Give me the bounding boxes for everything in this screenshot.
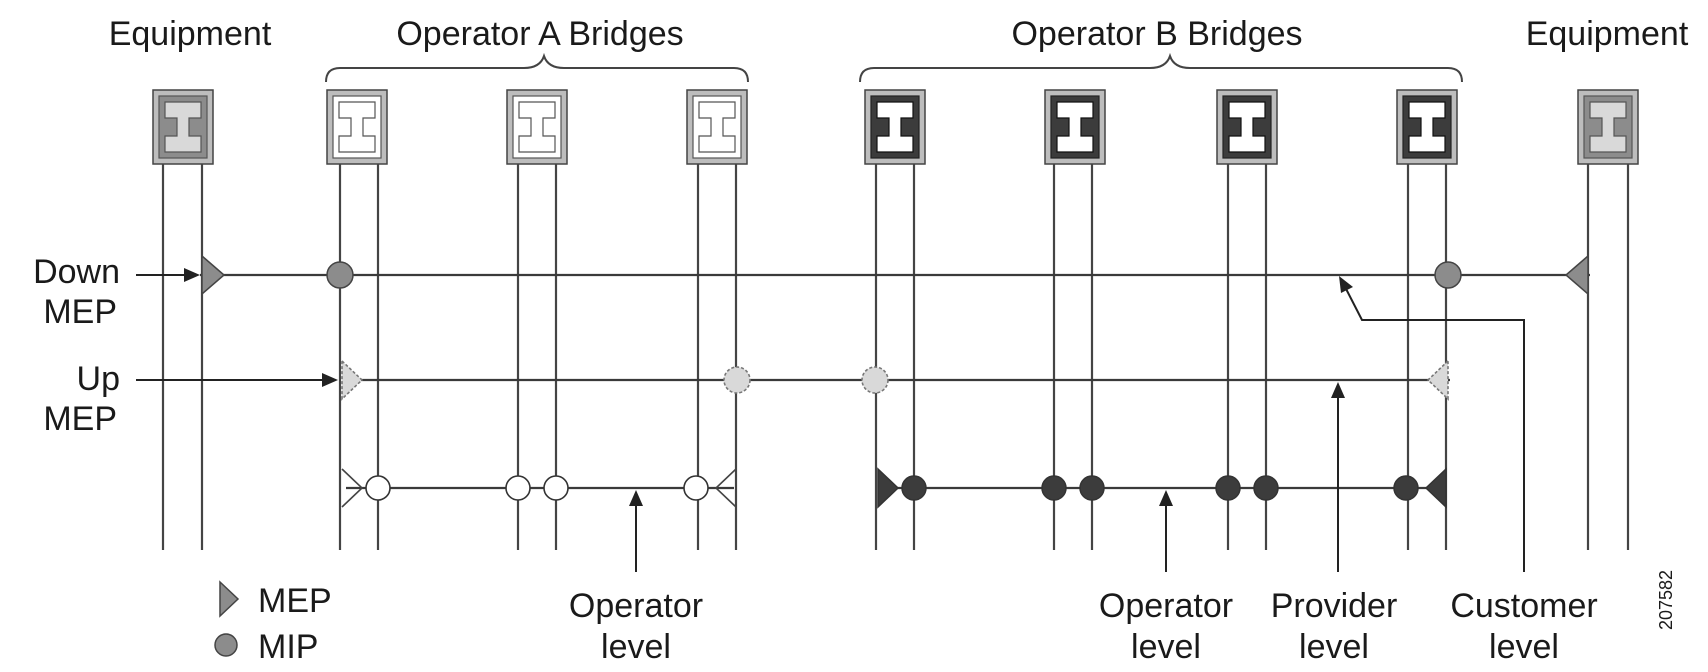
down-mep-label-line2: MEP <box>43 293 117 331</box>
customer-level-label-line2: level <box>1489 628 1559 666</box>
provider-level-arrowhead <box>1331 382 1345 398</box>
operator-b-brace <box>859 52 1463 83</box>
bridge-icon <box>326 89 388 165</box>
bridge-icon <box>1216 89 1278 165</box>
customer-mip-left <box>326 261 354 289</box>
customer-down-mep-right <box>1564 254 1589 296</box>
legend-mep-icon <box>219 580 240 618</box>
bridge-icon <box>506 89 568 165</box>
operator-a-mep-right <box>714 468 737 508</box>
bridge-icon <box>1044 89 1106 165</box>
operator-b-level-label-line2: level <box>1131 628 1201 666</box>
provider-level-label-line2: level <box>1299 628 1369 666</box>
customer-mip-right <box>1434 261 1462 289</box>
operator-a-level-label-line2: level <box>601 628 671 666</box>
up-mep-label-line2: MEP <box>43 400 117 438</box>
operator-a-level-arrowhead <box>629 490 643 506</box>
legend-mip-label: MIP <box>258 628 318 666</box>
legend-mip-icon <box>214 633 238 657</box>
equipment-left-label: Equipment <box>109 15 272 53</box>
customer-down-mep-left <box>201 254 226 296</box>
down-mep-arrowhead <box>184 268 200 282</box>
provider-up-mep-left <box>341 359 364 401</box>
operator-b-mip-3 <box>1079 475 1105 501</box>
figure-number: 207582 <box>1656 570 1676 630</box>
operator-b-mip-6 <box>1393 475 1419 501</box>
customer-level-pointer <box>1341 280 1525 572</box>
provider-mip-2 <box>861 366 889 394</box>
up-mep-arrowhead <box>322 373 338 387</box>
customer-level-label-line1: Customer <box>1450 587 1597 625</box>
bridge-icon <box>864 89 926 165</box>
operator-b-mip-5 <box>1253 475 1279 501</box>
operator-a-brace <box>325 52 749 83</box>
operator-a-mep-left <box>341 468 364 508</box>
equipment-icon <box>152 89 214 165</box>
operator-b-label: Operator B Bridges <box>1011 15 1302 53</box>
up-mep-label-line1: Up <box>77 360 120 398</box>
operator-b-mip-1 <box>901 475 927 501</box>
operator-a-mip-3 <box>543 475 569 501</box>
down-mep-label-line1: Down <box>33 253 120 291</box>
provider-up-mep-right <box>1426 359 1449 401</box>
operator-a-mip-4 <box>683 475 709 501</box>
operator-b-level-arrowhead <box>1159 490 1173 506</box>
bridge-icon <box>686 89 748 165</box>
operator-a-mip-1 <box>365 475 391 501</box>
device-icons <box>152 89 1639 165</box>
equipment-right-label: Equipment <box>1526 15 1689 53</box>
operator-b-mep-right <box>1424 467 1447 509</box>
operator-a-label: Operator A Bridges <box>396 15 683 53</box>
operator-b-level-label-line1: Operator <box>1099 587 1233 625</box>
operator-a-level-label-line1: Operator <box>569 587 703 625</box>
equipment-icon <box>1577 89 1639 165</box>
provider-level-label-line1: Provider <box>1271 587 1398 625</box>
bridge-icon <box>1396 89 1458 165</box>
operator-b-mep-left <box>877 467 900 509</box>
operator-b-mip-4 <box>1215 475 1241 501</box>
operator-a-mip-2 <box>505 475 531 501</box>
customer-level-arrowhead <box>1339 276 1353 293</box>
operator-b-mip-2 <box>1041 475 1067 501</box>
legend-mep-label: MEP <box>258 582 332 620</box>
provider-mip-1 <box>723 366 751 394</box>
